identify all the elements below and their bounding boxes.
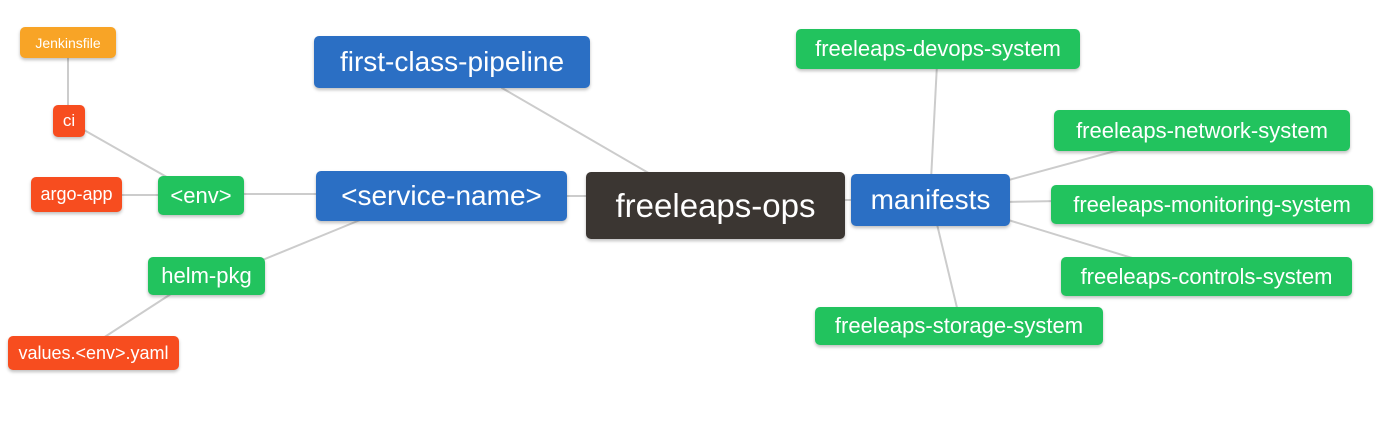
node-freeleaps-storage-system[interactable]: freeleaps-storage-system	[815, 307, 1103, 345]
node-jenkinsfile[interactable]: Jenkinsfile	[20, 27, 116, 58]
node-service-name[interactable]: <service-name>	[316, 171, 567, 221]
edge-manifests-controls-system	[1004, 218, 1143, 262]
edge-manifests-devops-system	[930, 63, 938, 181]
node-helm-pkg[interactable]: helm-pkg	[148, 257, 265, 295]
edge-manifests-monitoring-system	[1004, 200, 1061, 203]
node-argo-app[interactable]: argo-app	[31, 177, 122, 212]
node-manifests[interactable]: manifests	[851, 174, 1010, 226]
node-freeleaps-ops[interactable]: freeleaps-ops	[586, 172, 845, 239]
edge-manifests-storage-system	[935, 219, 959, 313]
node-env[interactable]: <env>	[158, 176, 244, 215]
edge-ci-env	[83, 129, 173, 181]
node-values-env-yaml[interactable]: values.<env>.yaml	[8, 336, 179, 370]
node-freeleaps-monitoring-system[interactable]: freeleaps-monitoring-system	[1051, 185, 1373, 224]
edge-helm-pkg-service-name	[259, 217, 366, 262]
node-first-class-pipeline[interactable]: first-class-pipeline	[314, 36, 590, 88]
node-freeleaps-controls-system[interactable]: freeleaps-controls-system	[1061, 257, 1352, 296]
edge-values-env-yaml-helm-pkg	[99, 291, 175, 341]
node-freeleaps-network-system[interactable]: freeleaps-network-system	[1054, 110, 1350, 151]
node-ci[interactable]: ci	[53, 105, 85, 137]
edge-manifests-network-system	[1004, 146, 1131, 182]
edge-first-class-pipeline-freeleaps-ops	[501, 87, 653, 176]
node-freeleaps-devops-system[interactable]: freeleaps-devops-system	[796, 29, 1080, 69]
